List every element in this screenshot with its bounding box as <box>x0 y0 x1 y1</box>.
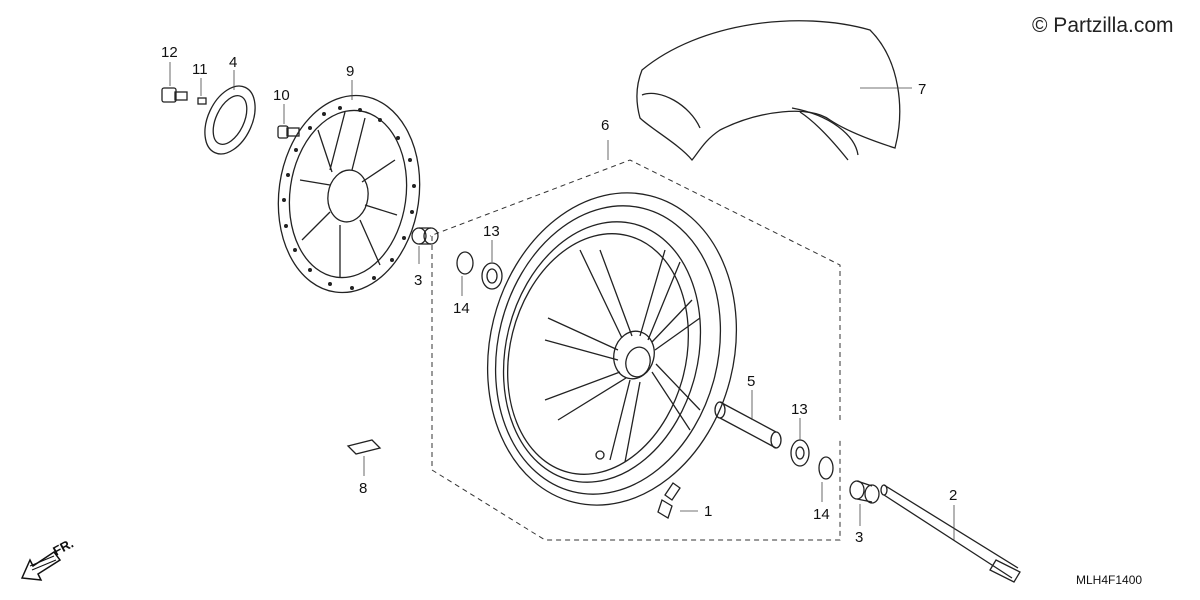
callout-12[interactable]: 12 <box>161 44 178 61</box>
sensor-rotor-part[interactable] <box>195 78 265 162</box>
bearing-13-left-part[interactable] <box>481 262 503 290</box>
oil-seal-14-left-part[interactable] <box>456 251 474 275</box>
callout-6[interactable]: 6 <box>601 117 609 134</box>
callout-13-left[interactable]: 13 <box>483 223 500 240</box>
bolt-10-part[interactable] <box>277 125 300 139</box>
bearing-13-right-part[interactable] <box>790 439 810 467</box>
callout-9[interactable]: 9 <box>346 63 354 80</box>
screw-11-part[interactable] <box>197 97 207 105</box>
callout-3-left[interactable]: 3 <box>414 272 422 289</box>
callout-4[interactable]: 4 <box>229 54 237 71</box>
callout-14-left[interactable]: 14 <box>453 300 470 317</box>
balance-weight-8-part[interactable] <box>346 439 382 455</box>
brake-disc-part[interactable] <box>266 86 432 302</box>
callout-8[interactable]: 8 <box>359 480 367 497</box>
valve-1-part[interactable] <box>657 482 681 519</box>
callout-1[interactable]: 1 <box>704 503 712 520</box>
callout-7[interactable]: 7 <box>918 81 926 98</box>
front-axle-2-part[interactable] <box>880 484 1021 583</box>
flange-bolt-12-part[interactable] <box>161 87 188 103</box>
assembly-outline <box>429 159 841 541</box>
wheel-rim-part[interactable] <box>455 166 768 532</box>
front-direction-arrow-icon <box>20 550 62 581</box>
diagram-code-label: MLH4F1400 <box>1076 573 1142 587</box>
tire-part[interactable] <box>636 20 901 162</box>
axle-spacer-5-part[interactable] <box>714 401 782 449</box>
callout-3-right[interactable]: 3 <box>855 529 863 546</box>
callout-10[interactable]: 10 <box>273 87 290 104</box>
callout-2[interactable]: 2 <box>949 487 957 504</box>
collar-3-right-part[interactable] <box>849 480 880 504</box>
collar-3-left-part[interactable] <box>411 227 439 245</box>
callout-14-right[interactable]: 14 <box>813 506 830 523</box>
callout-5[interactable]: 5 <box>747 373 755 390</box>
disc-holes <box>282 106 416 290</box>
callout-11[interactable]: 11 <box>192 61 208 78</box>
oil-seal-14-right-part[interactable] <box>818 456 834 480</box>
callout-labels: 1 2 3 3 4 5 6 7 8 9 10 11 12 13 13 14 14 <box>161 44 957 546</box>
partzilla-watermark: © Partzilla.com <box>1032 14 1174 37</box>
callout-13-right[interactable]: 13 <box>791 401 808 418</box>
